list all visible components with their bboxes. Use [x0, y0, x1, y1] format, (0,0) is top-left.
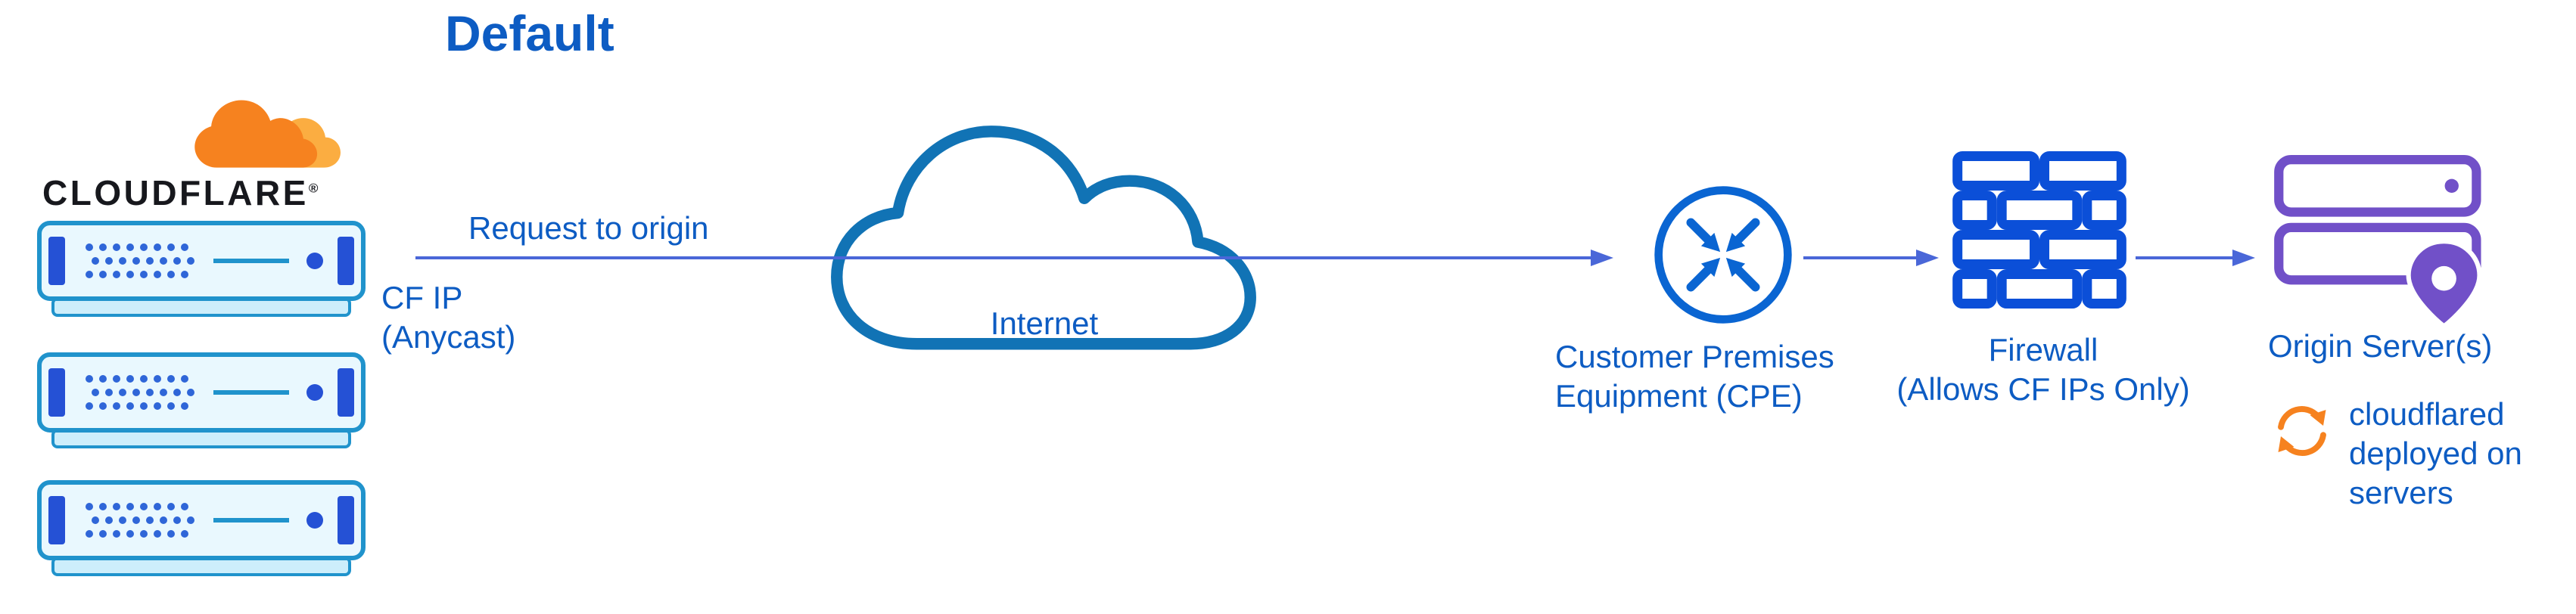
cloudflared-sync-icon	[2278, 406, 2326, 456]
cloudflared-note-line-1: cloudflared	[2349, 396, 2505, 432]
cloudflare-server-icon	[35, 219, 368, 324]
location-pin-icon	[2406, 239, 2482, 330]
firewall-label-line-2: (Allows CF IPs Only)	[1896, 371, 2190, 407]
cloudflared-note-line-3: servers	[2349, 475, 2453, 510]
cloudflare-logo-text: CLOUDFLARE®	[42, 172, 360, 213]
cpe-label: Customer Premises Equipment (CPE)	[1555, 337, 1834, 416]
cloudflared-note-line-2: deployed on	[2349, 436, 2522, 471]
cloudflare-server-icon	[35, 350, 368, 456]
cf-ip-anycast-label: CF IP (Anycast)	[381, 278, 515, 357]
cpe-to-firewall-arrow-head	[1916, 250, 1939, 266]
cloudflare-wordmark: CLOUDFLARE	[42, 173, 309, 212]
origin-servers-label: Origin Server(s)	[2268, 328, 2493, 364]
cf-ip-label-line-2: (Anycast)	[381, 319, 516, 355]
registered-mark: ®	[308, 181, 319, 196]
cloudflare-server-icon	[35, 478, 368, 584]
cpe-label-line-2: Equipment (CPE)	[1555, 378, 1803, 414]
request-arrow-head	[1591, 250, 1613, 266]
origin-servers-icon	[2274, 155, 2482, 330]
diagram-title: Default	[445, 5, 614, 61]
cloudflared-note: cloudflared deployed on servers	[2349, 395, 2522, 513]
cf-ip-label-line-1: CF IP	[381, 280, 463, 315]
cpe-label-line-1: Customer Premises	[1555, 339, 1834, 374]
firewall-icon	[1952, 151, 2126, 309]
internet-label: Internet	[990, 305, 1099, 341]
cpe-icon	[1654, 186, 1792, 324]
cloudflare-logo-icon	[194, 100, 341, 168]
firewall-label-line-1: Firewall	[1988, 332, 2098, 367]
request-to-origin-label: Request to origin	[468, 210, 709, 246]
firewall-label: Firewall (Allows CF IPs Only)	[1877, 330, 2210, 409]
firewall-to-origin-arrow-head	[2232, 250, 2255, 266]
